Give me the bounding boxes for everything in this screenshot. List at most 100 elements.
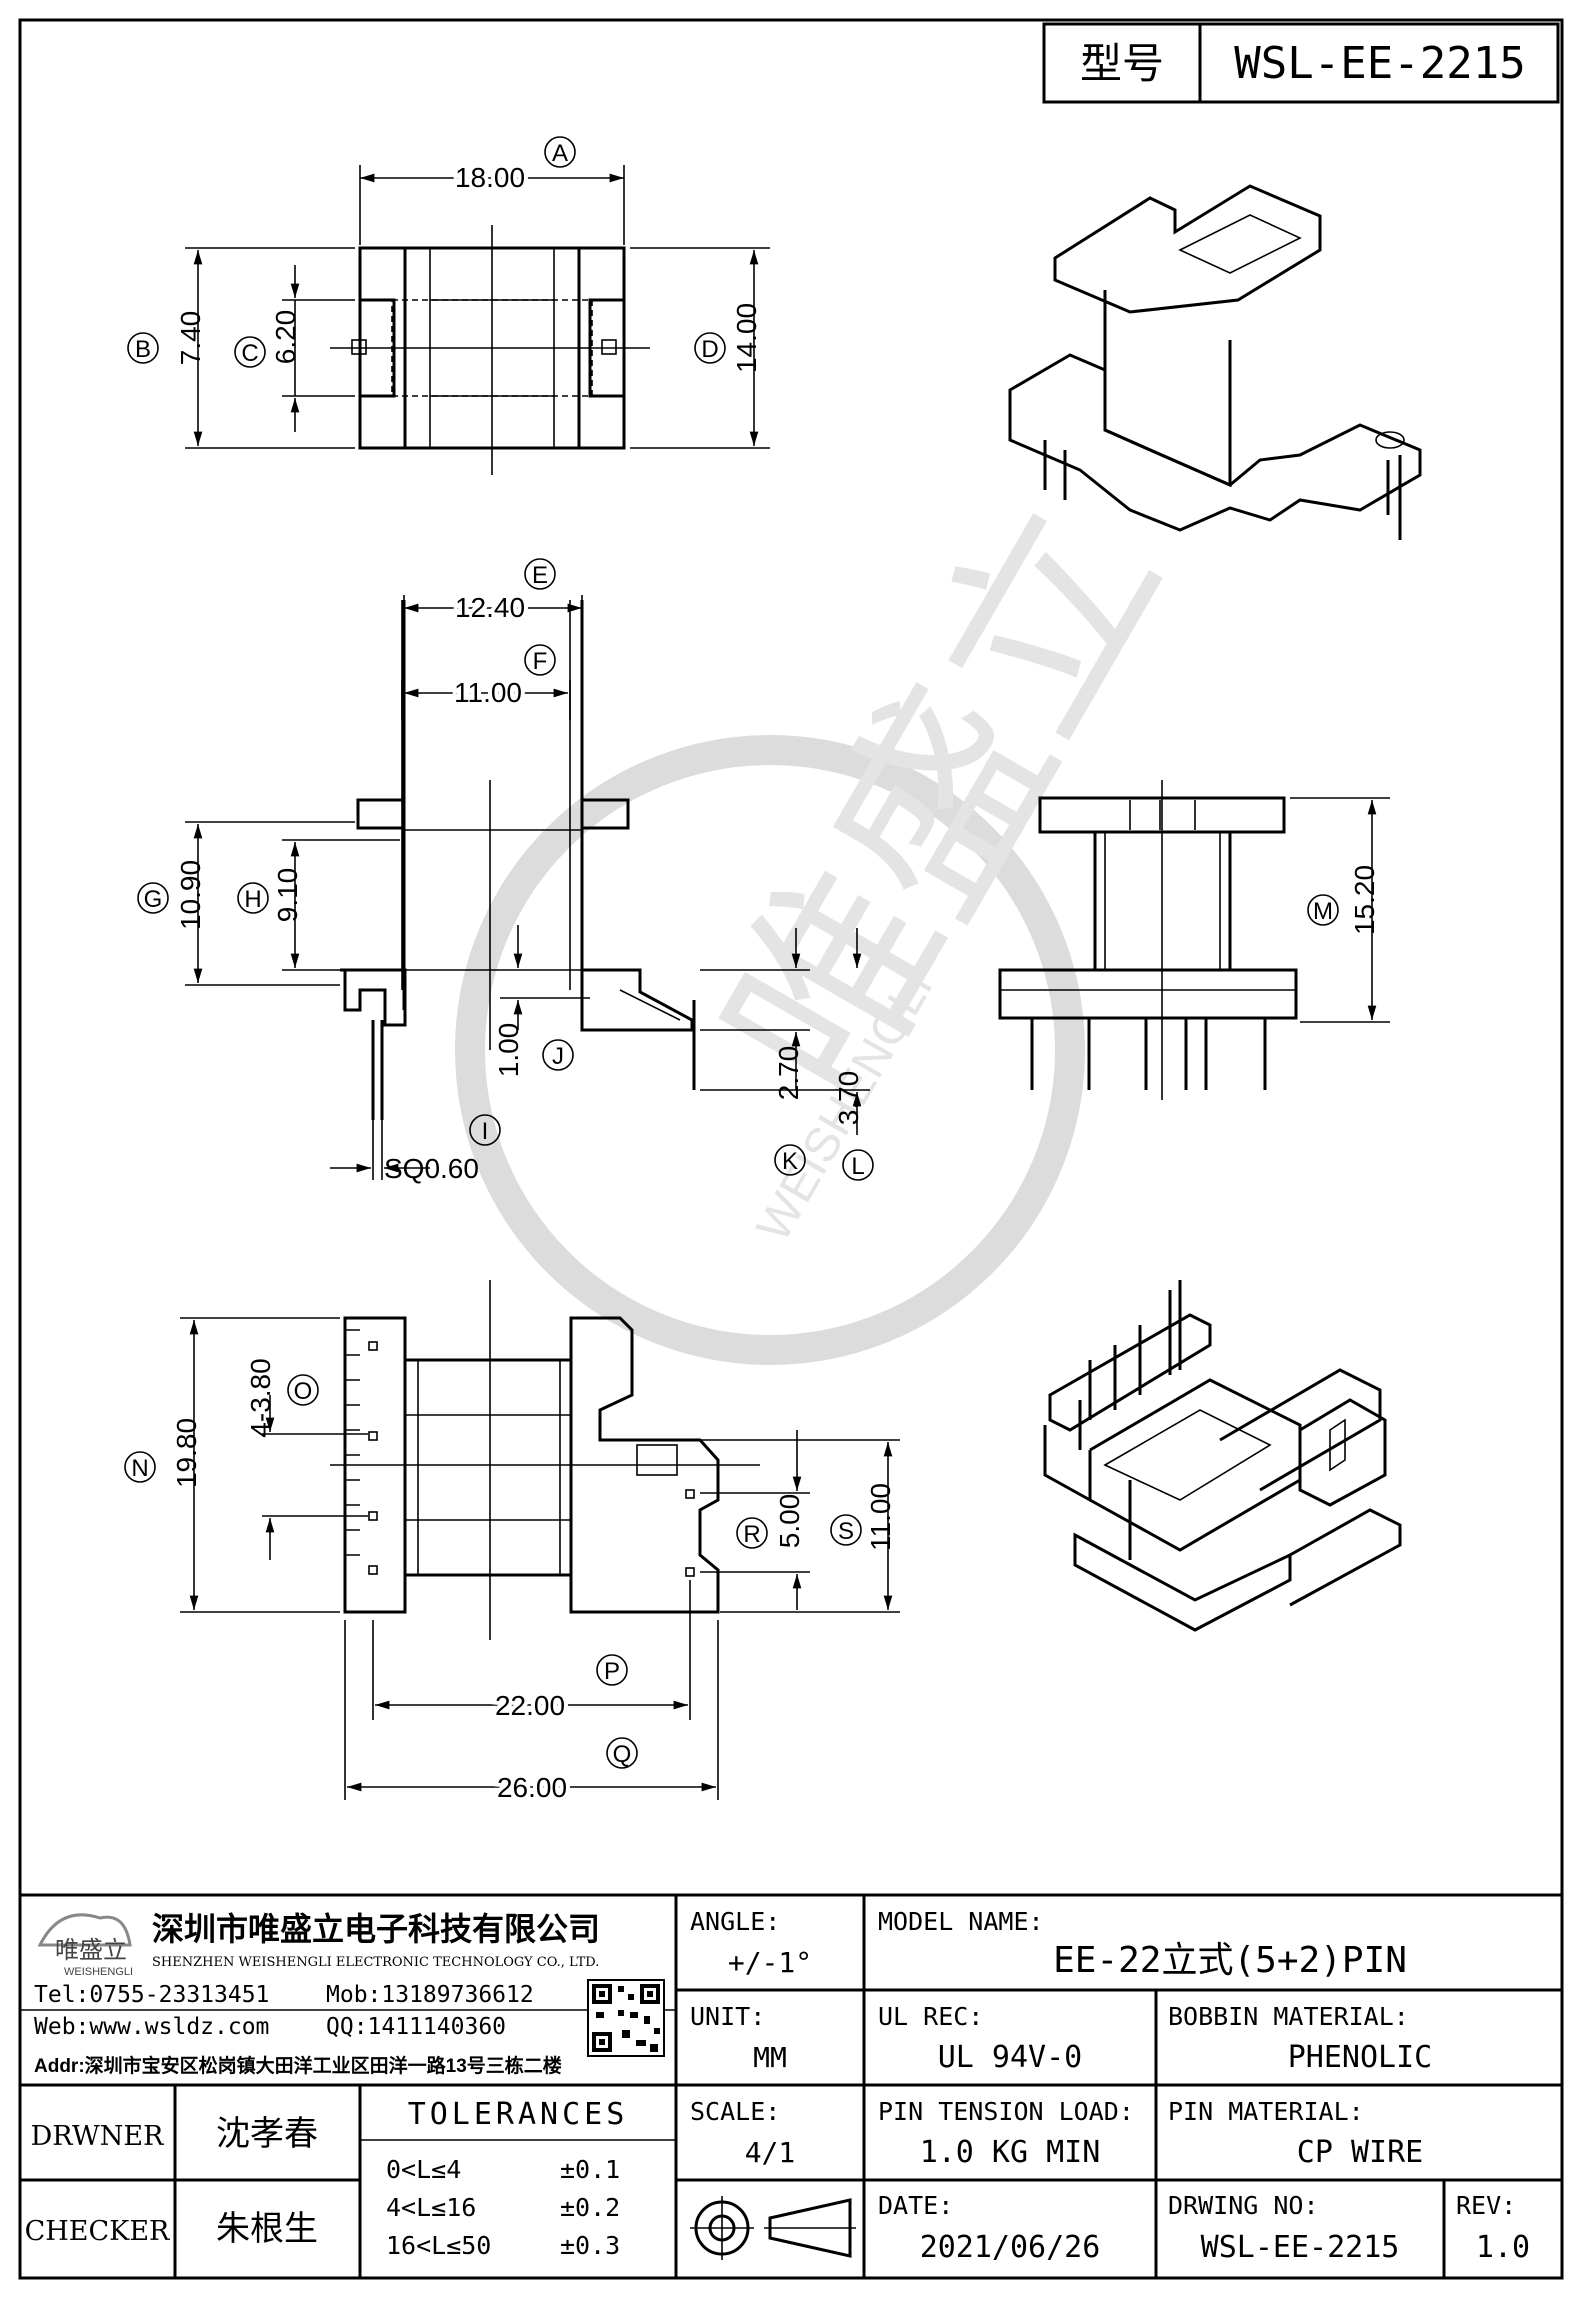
drawing-no-value: WSL-EE-2215 [1201,2230,1400,2265]
rev-value: 1.0 [1476,2230,1530,2265]
title-block: 唯盛立 WEISHENGLI 深圳市唯盛立电子科技有限公司 SHENZHEN W… [20,1893,1562,2278]
company-qq: QQ:1411140360 [326,2014,506,2040]
logo-text: 唯盛立 [55,1937,127,1964]
unit-label: UNIT: [690,2002,765,2031]
model-name-label: MODEL NAME: [878,1907,1044,1936]
iso-view-bottom [1043,1280,1402,1632]
dim-Q: 26.00 Q [344,1620,719,1807]
company-name-cn: 深圳市唯盛立电子科技有限公司 [152,1911,600,1947]
company-address: Addr:深圳市宝安区松岗镇大田洋工业区田洋一路13号三栋二楼 [34,2054,562,2077]
logo-sub: WEISHENGLI [64,1966,133,1978]
dim-R-letter: R [743,1521,760,1548]
dim-I-letter: I [482,1118,489,1145]
angle-label: ANGLE: [690,1907,780,1936]
dim-L: 3.70 L [700,928,874,1181]
drawing-no-label: DRWING NO: [1168,2191,1319,2220]
dim-N-letter: N [131,1455,148,1482]
dim-H: 9.10 H [237,839,400,971]
ul-label: UL REC: [878,2002,983,2031]
dim-K-value: 2.70 [773,1046,804,1101]
dim-J: 1.00 J [493,925,590,1077]
date-value: 2021/06/26 [920,2230,1101,2265]
dim-N-value: 19.80 [171,1418,202,1488]
tolerance-table: 0<L≤4±0.14<L≤16±0.216<L≤50±0.3 [386,2155,620,2260]
dim-K: 2.70 K [700,928,810,1176]
model-header: 型号 WSL-EE-2215 [1042,22,1560,104]
company-mob: Mob:13189736612 [326,1982,534,2008]
tolerance-range: 0<L≤4 [386,2155,461,2184]
dim-E: 12.40 E [403,558,583,630]
dim-G-value: 10.90 [175,860,206,930]
angle-value: +/-1° [728,1946,812,1979]
dim-B-value: 7.40 [175,311,206,366]
dim-K-letter: K [782,1148,798,1175]
unit-value: MM [753,2041,787,2074]
dim-A-letter: A [552,140,568,167]
dim-C-letter: C [241,340,258,367]
bobbin-label: BOBBIN MATERIAL: [1168,2002,1409,2031]
dim-B-letter: B [135,336,151,363]
watermark: 唯盛立 WEISHENGLI [455,469,1201,1365]
rev-label: REV: [1456,2191,1516,2220]
dim-H-value: 9.10 [272,868,303,923]
dim-I-value: SQ0.60 [384,1153,479,1184]
dim-D-value: 14.00 [731,303,762,373]
dim-J-letter: J [552,1043,564,1070]
dim-M-letter: M [1313,898,1333,925]
scale-value: 4/1 [745,2136,796,2169]
dim-I: SQ0.60 I [330,1114,501,1184]
company-web: Web:www.wsldz.com [34,2014,269,2040]
tolerances-title: TOLERANCES [408,2097,629,2132]
drawer-label: DRWNER [31,2121,164,2152]
tolerance-range: 16<L≤50 [386,2231,491,2260]
dim-F-letter: F [533,648,548,675]
tension-value: 1.0 KG MIN [920,2135,1101,2170]
qr-code [587,1979,665,2057]
dim-P-letter: P [604,1658,620,1685]
dim-G-letter: G [144,886,163,913]
dim-R-value: 5.00 [774,1494,805,1549]
iso-view-top [1008,184,1422,540]
dim-N: 19.80 N [124,1317,340,1613]
dim-R: 5.00 R [700,1430,810,1610]
dim-M: 15.20 M [1290,797,1390,1023]
dim-J-value: 1.00 [493,1023,524,1078]
front-view [998,780,1298,1100]
dim-O-value: 4-3.80 [245,1358,276,1437]
dim-L-letter: L [851,1153,864,1180]
bottom-view [330,1280,760,1640]
company-logo: 唯盛立 WEISHENGLI [37,1913,133,1978]
tolerance-range: 4<L≤16 [386,2193,476,2222]
dim-A: 18.00 A [359,136,625,245]
dim-P-value: 22.00 [495,1690,565,1721]
watermark-text: 唯盛立 [682,469,1201,1132]
dim-M-value: 15.20 [1349,865,1380,935]
dim-O-letter: O [294,1378,313,1405]
model-name-value: EE-22立式(5+2)PIN [1053,1940,1407,1981]
dim-F-value: 11.00 [454,677,522,708]
drawer-name: 沈孝春 [216,2115,318,2153]
checker-name: 朱根生 [216,2210,318,2248]
dim-C-value: 6.20 [270,310,301,365]
dim-O: 4-3.80 O [245,1358,368,1560]
dim-E-letter: E [532,562,548,589]
dim-D: 14.00 D [630,247,770,449]
scale-label: SCALE: [690,2097,780,2126]
dim-D-letter: D [701,336,718,363]
dim-S-letter: S [838,1518,854,1545]
projection-symbol-icon [690,2196,856,2260]
company-tel: Tel:0755-23313451 [34,1982,269,2008]
pin-material-label: PIN MATERIAL: [1168,2097,1364,2126]
dim-S-value: 11.00 [865,1483,896,1551]
tension-label: PIN TENSION LOAD: [878,2097,1134,2126]
outer-frame [18,18,1564,2280]
ul-value: UL 94V-0 [938,2040,1083,2075]
dim-G: 10.90 G [137,821,355,986]
model-header-number: WSL-EE-2215 [1234,38,1525,89]
checker-label: CHECKER [25,2216,170,2247]
side-view [340,600,696,1120]
tolerance-value: ±0.2 [560,2193,620,2222]
dim-B: 7.40 B [127,247,355,449]
tolerance-value: ±0.3 [560,2231,620,2260]
